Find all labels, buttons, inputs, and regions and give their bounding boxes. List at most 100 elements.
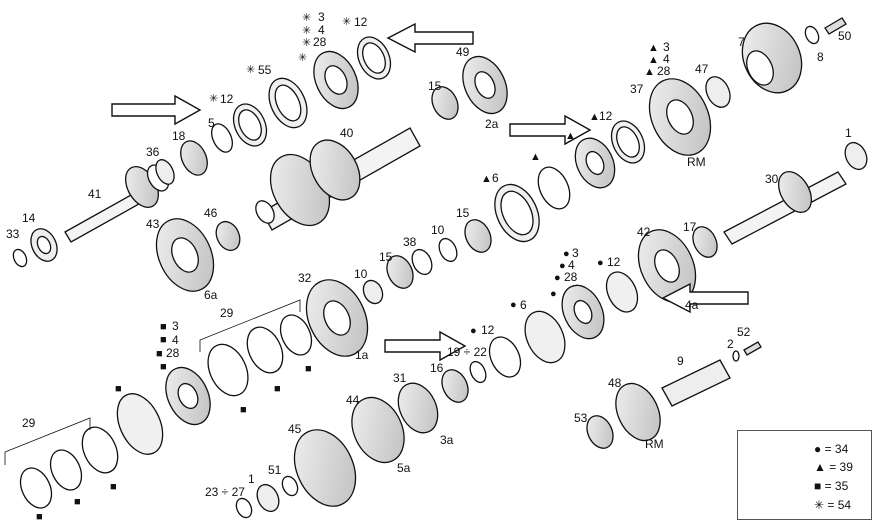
asterisk-symbol: ✳ [342, 16, 352, 28]
gear-6a [155, 218, 215, 292]
ring-23-27 [235, 497, 253, 519]
callout-1: 1 [248, 472, 255, 486]
callout-44: 44 [346, 393, 360, 407]
arrow-5 [384, 330, 467, 362]
triangle-symbol: ▲ [589, 111, 600, 123]
asterisk-symbol: ✳ [302, 12, 312, 24]
triangle-symbol: ▲ [481, 173, 492, 185]
callout-6a: 6a [204, 288, 218, 302]
synchro-hub-mid [574, 137, 616, 189]
bearing-16 [441, 369, 469, 403]
callout-2: 2 [727, 337, 734, 351]
legend-asterisk-value: = 54 [827, 498, 852, 512]
callout-17: 17 [683, 220, 697, 234]
ring-36 [155, 159, 175, 185]
washer-2 [732, 350, 740, 362]
callout-32: 32 [298, 271, 312, 285]
callout-36: 36 [146, 145, 160, 159]
callout-8: 8 [817, 50, 824, 64]
callout-28: 28 [166, 346, 180, 360]
bearing-15-low [386, 255, 414, 289]
circle-symbol: ● [550, 288, 557, 300]
circle-symbol: ● [563, 248, 570, 260]
arrow-3 [509, 114, 592, 146]
legend-triangle-entry: ▲ = 39 [814, 461, 853, 474]
callout-10: 10 [431, 223, 445, 237]
circle-icon: ● [814, 442, 825, 456]
callout-33: 33 [6, 227, 20, 241]
callout-rm: RM [645, 437, 664, 451]
callout-46: 46 [204, 206, 218, 220]
callout-rm: RM [687, 155, 706, 169]
callout-51: 51 [268, 463, 282, 477]
bearing-15-top [431, 86, 459, 120]
circle-symbol: ● [559, 260, 566, 272]
callout-3: 3 [318, 10, 325, 24]
square-symbol: ■ [160, 361, 167, 373]
synchro-ring-29-b [246, 326, 284, 374]
input-shaft-41 [64, 164, 170, 243]
synchro-ring-29-a [279, 314, 313, 356]
synchro-ring-12-left [232, 103, 268, 147]
ring-6-low [524, 310, 566, 364]
callout-7: 7 [738, 35, 745, 49]
callout-49: 49 [456, 45, 470, 59]
seal-47 [705, 76, 731, 108]
sleeve-left [116, 393, 164, 455]
legend-square-value: = 35 [824, 479, 849, 493]
callout-9: 9 [677, 354, 684, 368]
idler-shaft-9 [661, 359, 731, 407]
gear-45 [293, 429, 357, 507]
square-symbol: ■ [305, 363, 312, 375]
bearing-46 [215, 220, 241, 252]
synchro-ring-12-top [356, 36, 392, 80]
ring-6-top [494, 183, 540, 243]
washer-38 [411, 248, 433, 276]
bearing-18 [180, 140, 208, 176]
asterisk-symbol: ✳ [302, 25, 312, 37]
square-symbol: ■ [274, 383, 281, 395]
callout-3a: 3a [440, 433, 454, 447]
asterisk-icon: ✳ [814, 498, 828, 512]
gear-3a [397, 382, 439, 434]
ring-10-mid [438, 237, 458, 263]
gear-rm-low [615, 382, 661, 442]
bracket-29-top [199, 299, 301, 352]
callout-2a: 2a [485, 117, 499, 131]
callout-4: 4 [172, 333, 179, 347]
gear-2a [462, 55, 508, 115]
triangle-symbol: ▲ [644, 66, 655, 78]
ring-19-22 [469, 360, 487, 384]
triangle-symbol: ▲ [648, 54, 659, 66]
callout-4: 4 [663, 52, 670, 66]
callout-37: 37 [630, 82, 644, 96]
square-symbol: ■ [240, 404, 247, 416]
callout-42: 42 [637, 225, 651, 239]
circle-symbol: ● [470, 325, 477, 337]
callout-52: 52 [737, 325, 751, 339]
callout-4: 4 [568, 258, 575, 272]
callout-40: 40 [340, 126, 354, 140]
legend-circle-value: = 34 [824, 442, 849, 456]
callout-18: 18 [172, 129, 186, 143]
seal-1-low [256, 483, 280, 513]
callout-10: 10 [354, 267, 368, 281]
triangle-icon: ▲ [814, 460, 830, 474]
callout-14: 14 [22, 211, 36, 225]
square-symbol: ■ [160, 334, 167, 346]
callout-3: 3 [172, 319, 179, 333]
callout-12: 12 [481, 323, 495, 337]
square-symbol: ■ [160, 321, 167, 333]
callout-1a: 1a [355, 348, 369, 362]
callout-53: 53 [574, 411, 588, 425]
arrow-1 [111, 94, 202, 126]
bearing-15-mid [464, 219, 492, 253]
callout-50: 50 [838, 29, 852, 43]
output-shaft-30 [723, 171, 847, 245]
legend-box: ● = 34 ▲ = 39 ■ = 35 ✳ = 54 [737, 430, 872, 520]
callout-48: 48 [608, 376, 622, 390]
legend-asterisk-entry: ✳ = 54 [814, 499, 851, 512]
callout-43: 43 [146, 217, 160, 231]
callout-55: 55 [258, 63, 272, 77]
callout-47: 47 [695, 62, 709, 76]
